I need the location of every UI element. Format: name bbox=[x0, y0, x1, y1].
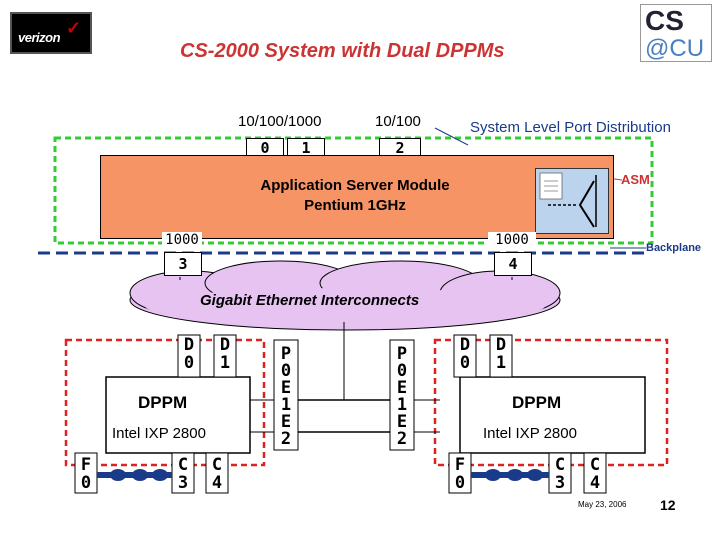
cs-cu-logo: CS @CU bbox=[640, 4, 712, 62]
verizon-logo-text: verizon bbox=[18, 30, 61, 45]
dppm-left-c4-pin bbox=[205, 452, 229, 494]
cs-cu-logo-line1: CS bbox=[645, 5, 684, 36]
dppm-left-d1-letter: D bbox=[219, 335, 231, 355]
asm-title-line2: Pentium 1GHz bbox=[304, 197, 406, 214]
interconnect-label: Gigabit Ethernet Interconnects bbox=[200, 292, 420, 309]
dppm-left-f0: F 0 bbox=[75, 456, 97, 492]
dppm-left-c4-letter: C bbox=[211, 455, 223, 475]
dppm-right-pe-label: P 0 E 1 E 2 bbox=[390, 346, 414, 448]
dppm-left-c3-letter: C bbox=[177, 455, 189, 475]
dppm-right-name: DPPM bbox=[512, 393, 562, 412]
dppm-left-pe-char: 2 bbox=[280, 429, 292, 449]
dppm-left-pe-char: 1 bbox=[280, 395, 292, 415]
dppm-right-f0: F 0 bbox=[449, 456, 471, 492]
asm-title: Application Server Module Pentium 1GHz bbox=[220, 176, 490, 216]
dppm-left-pe-char: E bbox=[280, 412, 292, 432]
dppm-left-f0-num: 0 bbox=[80, 473, 92, 493]
dppm-right-c4: C 4 bbox=[584, 456, 606, 492]
dppm-left-d1: D 1 bbox=[214, 336, 236, 372]
dppm-left-d0-num: 0 bbox=[183, 353, 195, 373]
dppm-right-pe-char: E bbox=[396, 412, 408, 432]
slide-date: May 23, 2006 bbox=[578, 500, 627, 509]
port-distribution-caption: System Level Port Distribution bbox=[470, 119, 671, 136]
dppm-left-pe-char: 0 bbox=[280, 361, 292, 381]
asm-port-right-speed: 1000 bbox=[488, 232, 536, 248]
dppm-left-connector-dots bbox=[97, 469, 172, 481]
dppm-left-c3: C 3 bbox=[172, 456, 194, 492]
dppm-left-d0-pin bbox=[177, 334, 201, 378]
dppm-right-pe-char: 0 bbox=[396, 361, 408, 381]
dppm-right-chip bbox=[459, 376, 646, 454]
dppm-left-pe-char: E bbox=[280, 378, 292, 398]
dppm-left-c4-num: 4 bbox=[211, 473, 223, 493]
asm-port-left-num: 3 bbox=[164, 252, 202, 276]
dppm-right-d1-num: 1 bbox=[495, 353, 507, 373]
asm-card-graphic bbox=[539, 172, 597, 228]
dppm-left-pe-label: P 0 E 1 E 2 bbox=[274, 346, 298, 448]
dppm-left-d1-num: 1 bbox=[219, 353, 231, 373]
asm-title-line1: Application Server Module bbox=[260, 177, 450, 194]
ethernet-cloud bbox=[129, 260, 561, 331]
speed-label-a: 10/100/1000 bbox=[238, 113, 322, 130]
dppm-right-pe-port bbox=[389, 339, 415, 451]
dppm-left-boundary bbox=[64, 338, 266, 467]
dppm-left-c4: C 4 bbox=[206, 456, 228, 492]
dppm-right-d0-pin bbox=[453, 334, 477, 378]
dppm-right-cpu: Intel IXP 2800 bbox=[483, 425, 577, 442]
dppm-right-c4-num: 4 bbox=[589, 473, 601, 493]
dppm-right-pe-char: 2 bbox=[396, 429, 408, 449]
dppm-left-d0: D 0 bbox=[178, 336, 200, 372]
backplane-label: Backplane bbox=[646, 242, 702, 254]
dppm-left-chip bbox=[105, 376, 251, 454]
asm-card-icon bbox=[535, 168, 609, 234]
dppm-right-pe-char: E bbox=[396, 378, 408, 398]
dppm-right-d0-num: 0 bbox=[459, 353, 471, 373]
dppm-left-c3-num: 3 bbox=[177, 473, 189, 493]
dppm-right-d1-letter: D bbox=[495, 335, 507, 355]
dppm-right-f0-letter: F bbox=[454, 455, 466, 475]
dppm-right-c3-num: 3 bbox=[554, 473, 566, 493]
dppm-right-d0-letter: D bbox=[459, 335, 471, 355]
system-boundary bbox=[53, 136, 654, 245]
verizon-logo: verizon ✓ bbox=[10, 12, 92, 54]
dppm-right-d0: D 0 bbox=[454, 336, 476, 372]
dppm-left-d0-letter: D bbox=[183, 335, 195, 355]
dppm-right-c4-letter: C bbox=[589, 455, 601, 475]
page-number: 12 bbox=[660, 497, 676, 513]
speed-label-b: 10/100 bbox=[375, 113, 421, 130]
asm-label: ASM bbox=[621, 172, 650, 187]
port-distribution-leader bbox=[434, 127, 469, 146]
dppm-left-f0-letter: F bbox=[80, 455, 92, 475]
dppm-left-name: DPPM bbox=[138, 393, 188, 412]
verizon-check-icon: ✓ bbox=[66, 18, 82, 38]
dppm-right-pe-char: 1 bbox=[396, 395, 408, 415]
dppm-right-connector-dots bbox=[471, 469, 549, 481]
asm-module bbox=[100, 155, 614, 239]
dppm-right-d1: D 1 bbox=[490, 336, 512, 372]
cs-cu-logo-line2: @CU bbox=[645, 35, 705, 62]
dppm-right-pe-char: P bbox=[396, 344, 408, 364]
dppm-right-c3-letter: C bbox=[554, 455, 566, 475]
dppm-left-pe-char: P bbox=[280, 344, 292, 364]
slide-title: CS-2000 System with Dual DPPMs bbox=[180, 40, 505, 62]
dppm-right-c4-pin bbox=[583, 452, 607, 494]
dppm-right-f0-num: 0 bbox=[454, 473, 466, 493]
asm-port-left-speed: 1000 bbox=[162, 232, 202, 248]
dppm-right-d1-pin bbox=[489, 334, 513, 378]
asm-port-right-num: 4 bbox=[494, 252, 532, 276]
dppm-left-cpu: Intel IXP 2800 bbox=[112, 425, 206, 442]
dppm-left-pe-port bbox=[273, 339, 299, 451]
dppm-left-d1-pin bbox=[213, 334, 237, 378]
dppm-right-c3: C 3 bbox=[549, 456, 571, 492]
